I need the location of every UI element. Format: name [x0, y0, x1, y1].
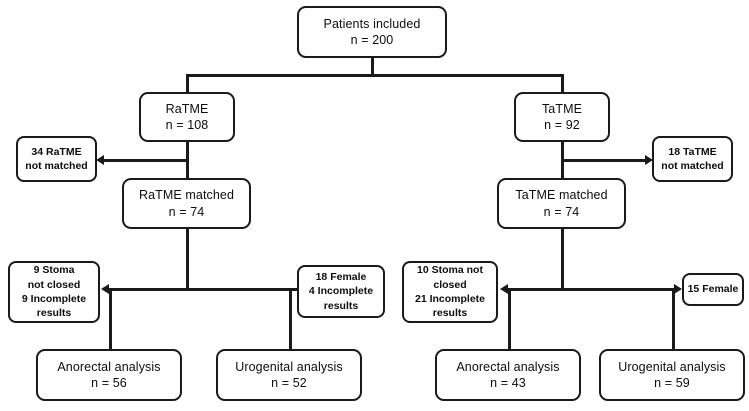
node-ratme-excl-anorectal-line1: 9 Stoma [33, 264, 75, 277]
node-tatme-not-matched-line1: 18 TaTME [668, 145, 717, 158]
node-tatme-urogenital-line1: Urogenital analysis [618, 359, 726, 374]
connector-included-down [371, 56, 374, 76]
arrow-tatme-excl-urogenital [674, 284, 682, 294]
node-ratme-excl-urogenital-line3: results [323, 299, 359, 312]
node-patients-included[interactable]: Patients included n = 200 [297, 6, 447, 58]
node-tatme-urogenital-analysis[interactable]: Urogenital analysis n = 59 [599, 349, 745, 401]
node-ratme-anorectal-line2: n = 56 [91, 376, 127, 390]
node-ratme-excl-anorectal-line4: results [36, 307, 72, 320]
node-patients-included-line1: Patients included [323, 16, 421, 31]
connector-tatme-matched-down [561, 228, 564, 290]
node-tatme-anorectal-analysis[interactable]: Anorectal analysis n = 43 [435, 349, 581, 401]
node-tatme-exclusions-urogenital[interactable]: 15 Female [682, 273, 744, 306]
node-tatme-excl-urogenital-line1: 15 Female [687, 283, 739, 296]
node-ratme-matched-line1: RaTME matched [138, 188, 235, 202]
connector-split-bus [186, 74, 563, 77]
node-tatme-excl-anorectal-line3: 21 Incomplete [414, 293, 486, 305]
node-ratme-not-matched-line1: 34 RaTME [31, 145, 82, 158]
node-ratme-urogenital-line1: Urogenital analysis [235, 359, 343, 374]
node-ratme-line1: RaTME [165, 101, 209, 116]
node-tatme-not-matched-line2: not matched [661, 160, 724, 172]
node-tatme-line1: TaTME [541, 101, 583, 116]
connector-tatme-notmatched [561, 159, 645, 162]
node-ratme-exclusions-urogenital[interactable]: 18 Female 4 Incomplete results [297, 265, 385, 318]
arrow-ratme-excl-anorectal [101, 284, 109, 294]
node-ratme-line2: n = 108 [165, 118, 209, 132]
node-ratme-excl-urogenital-line2: 4 Incomplete [308, 285, 374, 298]
node-ratme-anorectal-line1: Anorectal analysis [57, 359, 161, 374]
node-ratme-anorectal-analysis[interactable]: Anorectal analysis n = 56 [36, 349, 182, 401]
node-ratme[interactable]: RaTME n = 108 [139, 92, 235, 142]
node-ratme-not-matched-line2: not matched [25, 160, 88, 172]
arrow-tatme-notmatched [645, 155, 653, 165]
node-tatme-matched[interactable]: TaTME matched n = 74 [497, 178, 626, 229]
node-tatme-excl-anorectal-line4: results [432, 307, 468, 320]
node-ratme-matched-line2: n = 74 [168, 204, 205, 219]
node-tatme-anorectal-line2: n = 43 [490, 376, 526, 390]
node-tatme-anorectal-line1: Anorectal analysis [456, 359, 560, 374]
node-ratme-urogenital-analysis[interactable]: Urogenital analysis n = 52 [216, 349, 362, 401]
node-tatme-not-matched[interactable]: 18 TaTME not matched [652, 136, 733, 182]
node-patients-included-line2: n = 200 [350, 33, 394, 47]
connector-ratme-urogenital-drop [289, 288, 292, 350]
connector-ratme-anorectal-drop [109, 288, 112, 350]
arrow-tatme-excl-anorectal [500, 284, 508, 294]
arrow-ratme-notmatched [96, 155, 104, 165]
node-tatme-matched-line1: TaTME matched [515, 188, 608, 202]
node-ratme-not-matched[interactable]: 34 RaTME not matched [16, 136, 97, 182]
connector-ratme-bus [109, 288, 305, 291]
node-ratme-excl-anorectal-line2: not closed [27, 278, 81, 291]
connector-to-ratme [186, 74, 189, 94]
connector-ratme-notmatched [104, 159, 188, 162]
connector-tatme-anorectal-drop [508, 288, 511, 350]
connector-tatme-bus [508, 288, 674, 291]
node-ratme-exclusions-anorectal[interactable]: 9 Stoma not closed 9 Incomplete results [8, 261, 100, 323]
node-ratme-excl-anorectal-line3: 9 Incomplete [21, 293, 87, 305]
node-tatme-urogenital-line2: n = 59 [654, 376, 690, 390]
node-tatme-excl-anorectal-line1: 10 Stoma not [417, 264, 483, 277]
node-tatme-exclusions-anorectal[interactable]: 10 Stoma not closed 21 Incomplete result… [402, 261, 498, 323]
node-ratme-urogenital-line2: n = 52 [271, 376, 307, 390]
node-tatme-excl-anorectal-line2: closed [433, 278, 467, 291]
connector-tatme-urogenital-drop [672, 288, 675, 350]
node-tatme-line2: n = 92 [544, 118, 580, 132]
node-ratme-matched[interactable]: RaTME matched n = 74 [122, 178, 251, 229]
connector-to-tatme [561, 74, 564, 94]
connector-ratme-matched-down [186, 228, 189, 290]
node-tatme-matched-line2: n = 74 [543, 204, 580, 219]
node-ratme-excl-urogenital-line1: 18 Female [315, 271, 367, 284]
node-tatme[interactable]: TaTME n = 92 [514, 92, 610, 142]
